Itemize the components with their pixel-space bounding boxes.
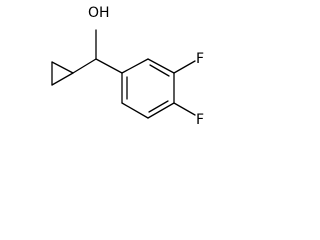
ring-bond-5 [121, 102, 149, 119]
carbinol-to-ring-bond [95, 58, 123, 74]
fluorine-para-label: F [196, 112, 204, 128]
cyclopropyl-to-carbinol-bond [72, 58, 97, 74]
structure-diagram: OH F F [51, 5, 204, 128]
ring-bond-2 [147, 58, 175, 74]
meta-fluorine-bond [173, 60, 196, 74]
ring-double-bond-2 [148, 100, 169, 113]
cyclopropyl-bond-3 [51, 72, 74, 86]
ring-double-bond-1 [149, 64, 170, 77]
fluorine-meta-label: F [196, 51, 204, 67]
hydroxyl-label: OH [88, 5, 110, 21]
ring-bond-4 [147, 102, 175, 119]
para-fluorine-bond [173, 102, 196, 116]
benzene-ring [121, 58, 175, 119]
cyclopropyl-ring [51, 61, 74, 86]
cyclopropyl-bond-1 [51, 61, 74, 74]
ring-bond-1 [121, 58, 149, 74]
